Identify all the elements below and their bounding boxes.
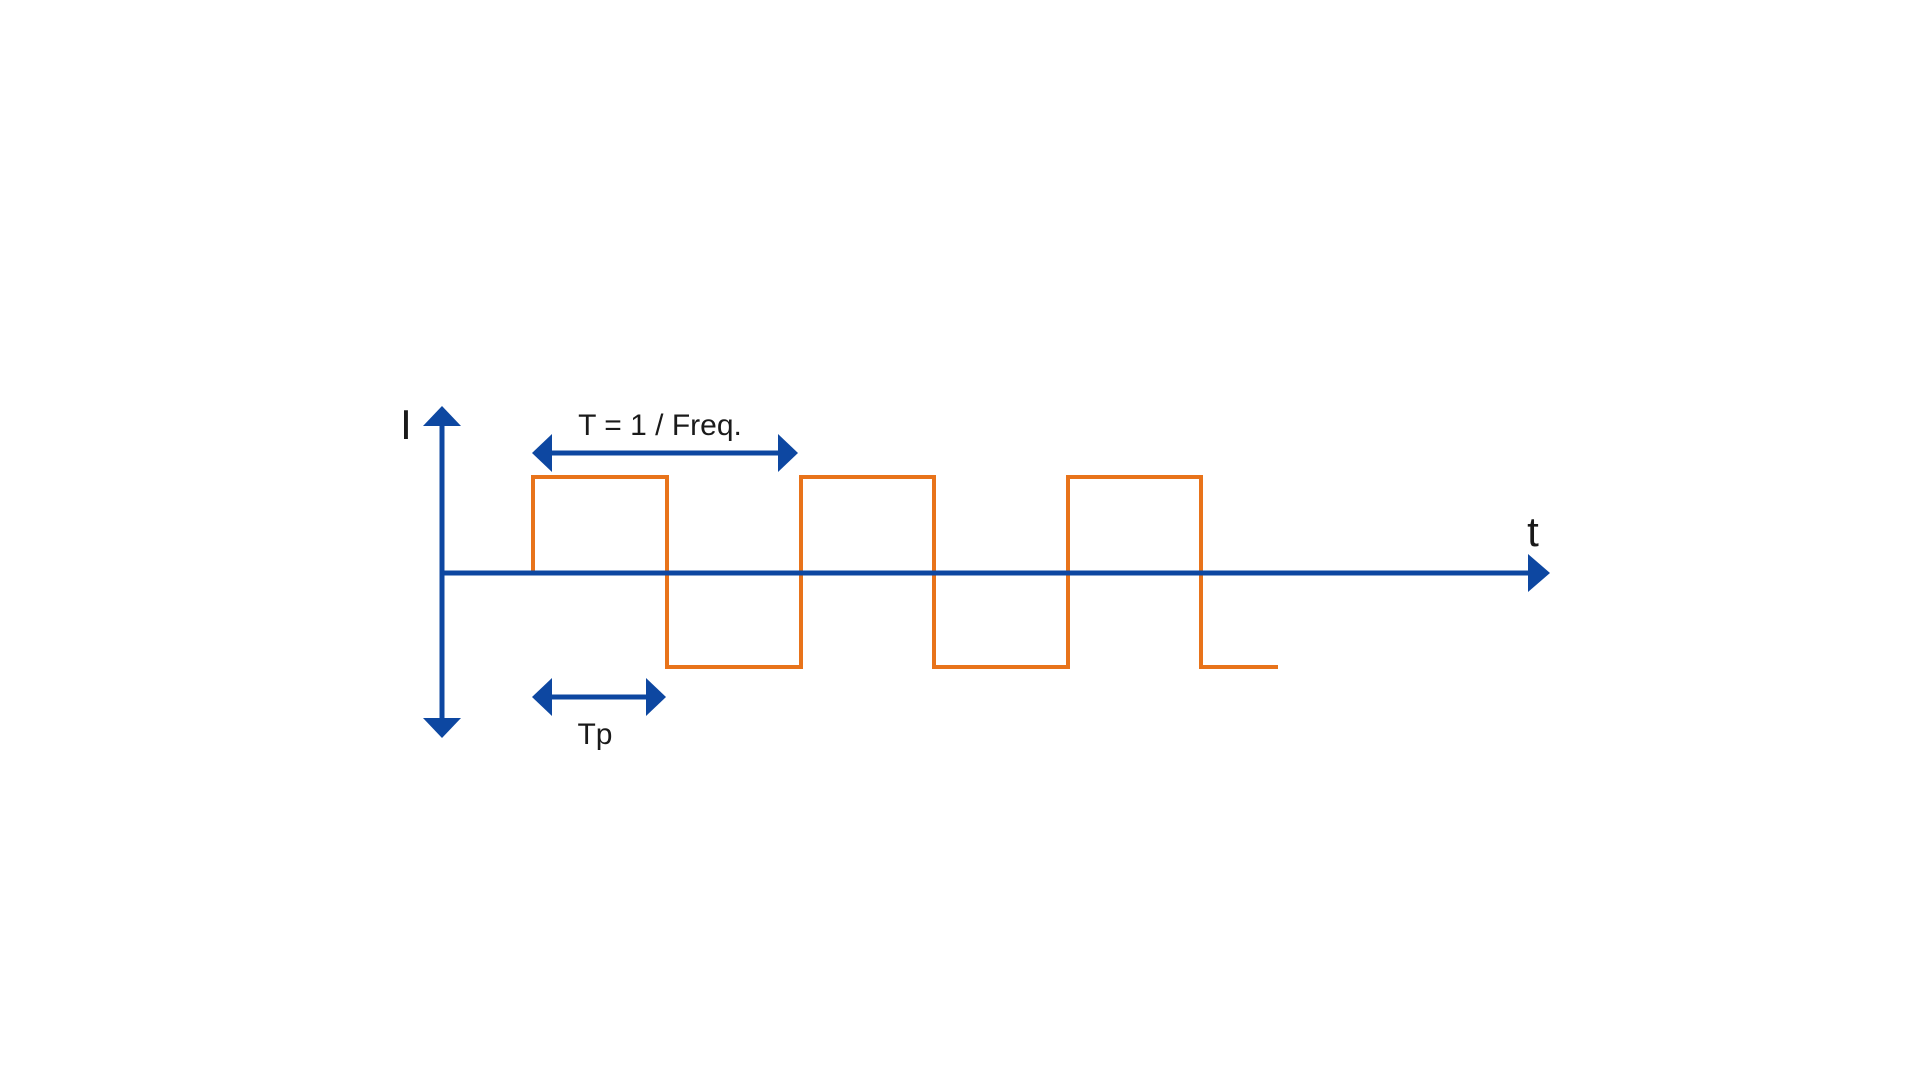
pulse-width-label: Tp xyxy=(577,718,612,751)
axis-arrow-right-icon xyxy=(1528,554,1550,592)
pulse-width-arrow xyxy=(532,678,666,716)
x-axis-label: t xyxy=(1527,508,1539,555)
period-arrow xyxy=(532,434,798,472)
period-label: T = 1 / Freq. xyxy=(578,409,742,442)
time-axis xyxy=(442,554,1550,592)
pulse-width-arrow-right-icon xyxy=(646,678,666,716)
axis-arrow-up-icon xyxy=(423,406,461,426)
axis-arrow-down-icon xyxy=(423,718,461,738)
period-arrow-left-icon xyxy=(532,434,552,472)
pulse-width-arrow-left-icon xyxy=(532,678,552,716)
y-axis-label: I xyxy=(400,401,412,448)
period-arrow-right-icon xyxy=(778,434,798,472)
square-wave-signal xyxy=(442,475,1278,669)
